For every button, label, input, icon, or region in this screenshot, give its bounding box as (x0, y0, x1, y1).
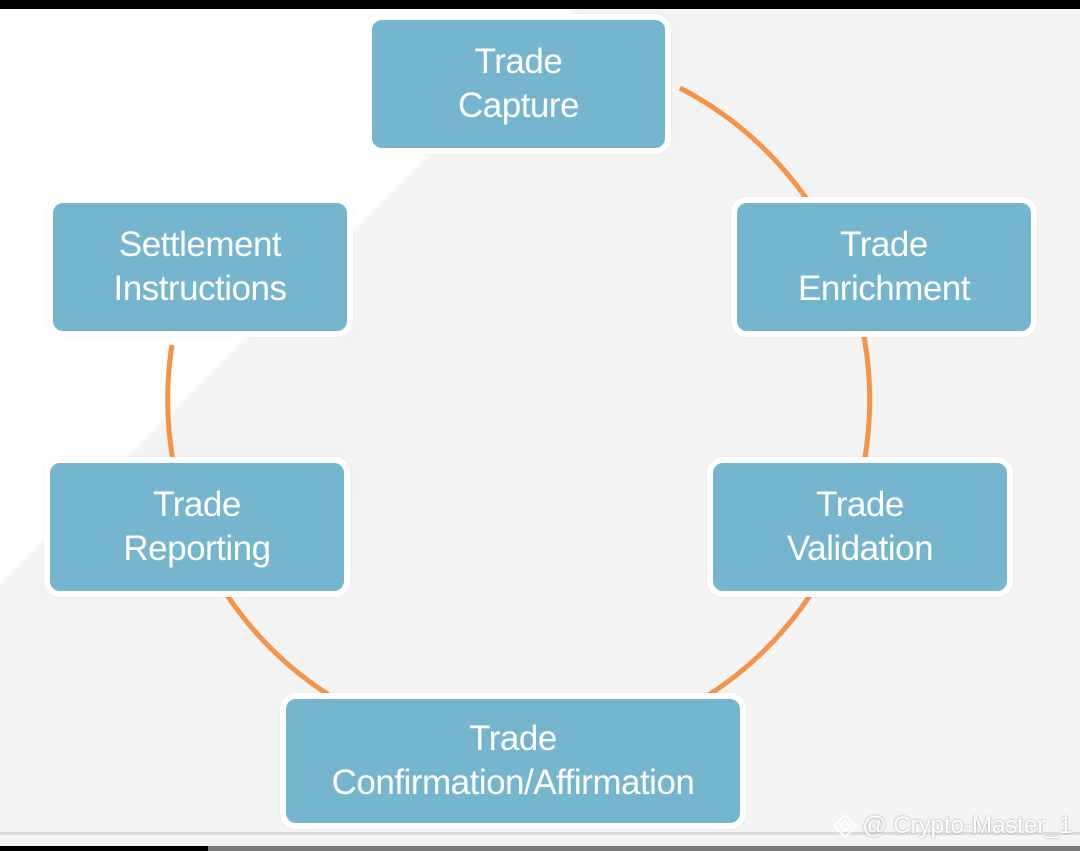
watermark-text: @ Crypto-Master_1 (862, 812, 1072, 839)
node-trade-reporting[interactable]: Trade Reporting (44, 457, 350, 597)
node-trade-enrichment[interactable]: Trade Enrichment (731, 197, 1037, 337)
node-label: Confirmation/Affirmation (331, 763, 695, 802)
node-label: Trade (474, 42, 563, 81)
node-trade-confirmation[interactable]: Trade Confirmation/Affirmation (280, 693, 746, 829)
node-trade-capture[interactable]: Trade Capture (366, 14, 671, 154)
node-label: Capture (457, 86, 580, 125)
node-trade-validation[interactable]: Trade Validation (707, 457, 1013, 597)
node-label: Settlement (118, 225, 282, 264)
cycle-arc (165, 85, 873, 754)
divider (0, 832, 1080, 835)
node-label: Instructions (113, 269, 287, 308)
binance-logo-icon (832, 813, 858, 839)
node-settlement-instructions[interactable]: Settlement Instructions (47, 197, 353, 337)
node-label: Trade (816, 485, 904, 524)
progress-played[interactable] (0, 846, 208, 851)
watermark: @ Crypto-Master_1 (832, 812, 1072, 840)
node-label: Enrichment (797, 269, 971, 308)
node-label: Trade (469, 719, 557, 758)
node-label: Reporting (123, 529, 271, 568)
node-label: Trade (153, 485, 241, 524)
node-label: Validation (786, 529, 934, 568)
bottom-strip (0, 835, 1080, 846)
node-label: Trade (840, 225, 928, 264)
top-bar (0, 0, 1080, 9)
progress-remaining[interactable] (208, 846, 1080, 851)
